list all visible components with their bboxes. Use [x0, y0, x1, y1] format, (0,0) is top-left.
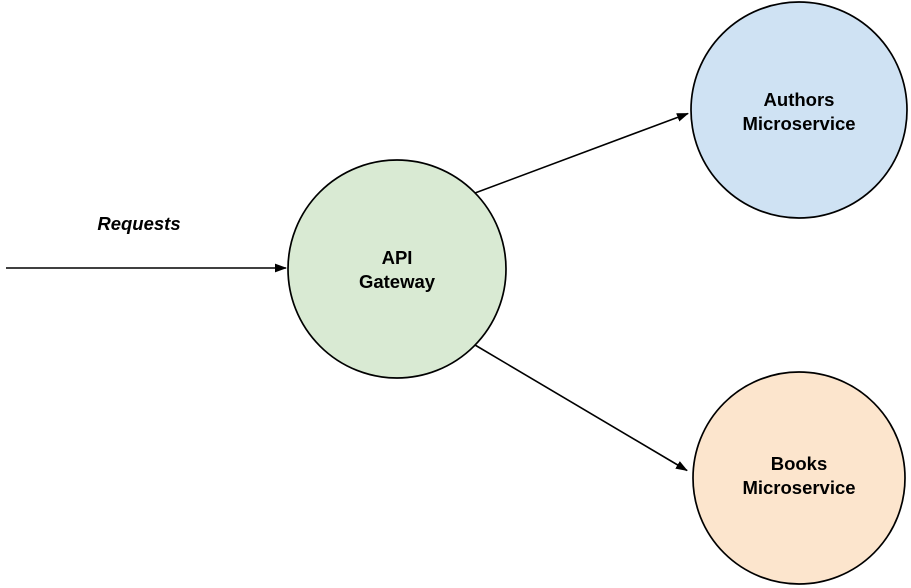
node-books-microservice: Books Microservice: [692, 371, 906, 585]
gateway-to-books-arrow: [474, 344, 688, 472]
books-microservice-label-line2: Microservice: [742, 477, 855, 498]
node-api-gateway: API Gateway: [287, 159, 507, 379]
node-authors-microservice: Authors Microservice: [690, 1, 908, 219]
books-microservice-label-line1: Books: [771, 453, 828, 474]
authors-microservice-label-line1: Authors: [764, 89, 835, 110]
books-microservice-circle: [692, 371, 906, 585]
edge-incoming-requests: Requests: [6, 213, 287, 273]
api-gateway-label-line1: API: [382, 247, 413, 268]
gateway-to-authors-arrow: [474, 112, 689, 194]
authors-microservice-circle: [690, 1, 908, 219]
edge-label-requests: Requests: [97, 213, 180, 234]
authors-microservice-label-line2: Microservice: [742, 113, 855, 134]
api-gateway-circle: [287, 159, 507, 379]
api-gateway-label-line2: Gateway: [359, 271, 436, 292]
